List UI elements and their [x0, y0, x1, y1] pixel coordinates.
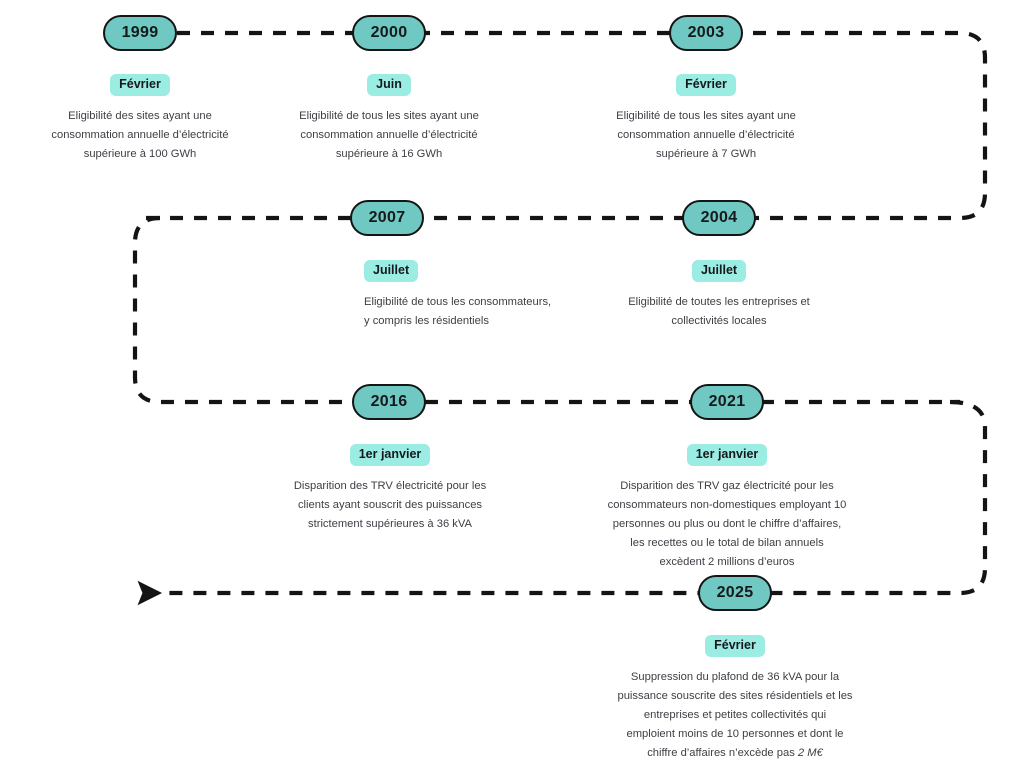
entry-2025: Février Suppression du plafond de 36 kVA… — [595, 635, 875, 763]
month-badge: Février — [676, 74, 736, 96]
entry-description: Disparition des TRV gaz électricité pour… — [607, 479, 847, 568]
entry-2000: Juin Eligibilité de tous les sites ayant… — [269, 74, 509, 164]
entry-description: Suppression du plafond de 36 kVA pour la… — [617, 670, 853, 759]
entry-2007: Juillet Eligibilité de tous les consomma… — [364, 260, 624, 331]
year-label: 2004 — [700, 209, 738, 226]
year-label: 1999 — [121, 24, 159, 41]
entry-description: Eligibilité de tous les sites ayant une … — [299, 109, 479, 160]
entry-2003: Février Eligibilité de tous les sites ay… — [586, 74, 826, 164]
year-node-2016[interactable]: 2016 — [352, 384, 426, 420]
month-badge: Juillet — [691, 260, 747, 282]
year-label: 2003 — [687, 24, 725, 41]
year-label: 2021 — [708, 393, 746, 410]
month-badge: Juin — [367, 74, 411, 96]
month-badge: 1er janvier — [349, 444, 431, 466]
year-node-2021[interactable]: 2021 — [690, 384, 764, 420]
year-node-2004[interactable]: 2004 — [682, 200, 756, 236]
year-node-2007[interactable]: 2007 — [350, 200, 424, 236]
year-label: 2007 — [368, 209, 406, 226]
year-node-1999[interactable]: 1999 — [103, 15, 177, 51]
year-label: 2000 — [370, 24, 408, 41]
month-badge: Février — [110, 74, 170, 96]
year-label: 2025 — [716, 584, 754, 601]
year-node-2025[interactable]: 2025 — [698, 575, 772, 611]
month-badge: Février — [705, 635, 765, 657]
entry-description: Eligibilité de tous les consommateurs, y… — [364, 295, 552, 327]
year-node-2000[interactable]: 2000 — [352, 15, 426, 51]
entry-2021: 1er janvier Disparition des TRV gaz élec… — [587, 444, 867, 572]
year-node-2003[interactable]: 2003 — [669, 15, 743, 51]
entry-description: Disparition des TRV électricité pour les… — [293, 479, 487, 530]
entry-2016: 1er janvier Disparition des TRV électric… — [275, 444, 505, 534]
entry-1999: Février Eligibilité des sites ayant une … — [20, 74, 260, 164]
month-badge: 1er janvier — [686, 444, 768, 466]
entry-description: Eligibilité de toutes les entreprises et… — [628, 295, 810, 327]
month-badge: Juillet — [364, 260, 419, 282]
year-label: 2016 — [370, 393, 408, 410]
entry-description: Eligibilité des sites ayant une consomma… — [51, 109, 229, 160]
entry-description: Eligibilité de tous les sites ayant une … — [616, 109, 796, 160]
entry-2004: Juillet Eligibilité de toutes les entrep… — [599, 260, 839, 331]
